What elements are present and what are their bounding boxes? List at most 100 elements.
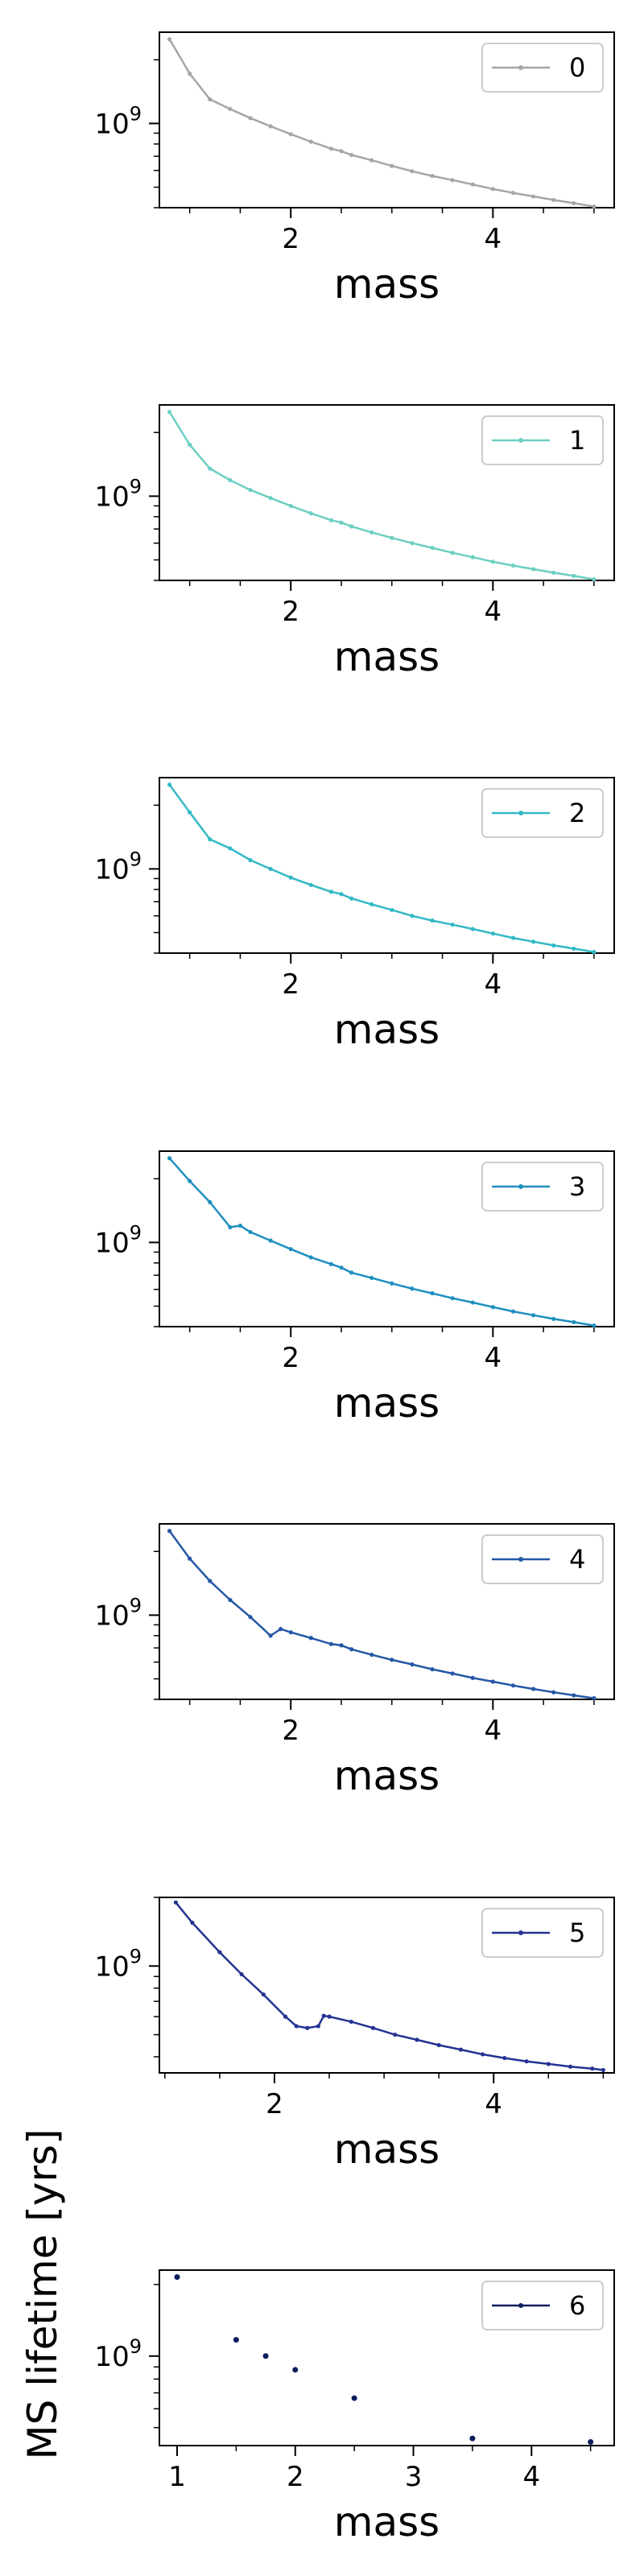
data-point (530, 1313, 536, 1318)
y-tick-label: 109 (94, 1221, 142, 1259)
data-point (228, 106, 233, 112)
x-axis-label: mass (334, 1752, 440, 1799)
data-point (268, 1238, 273, 1243)
data-point (308, 882, 313, 887)
data-point (268, 1633, 273, 1638)
series-line (168, 1530, 595, 1699)
data-point (321, 2013, 326, 2018)
data-point (410, 541, 415, 546)
data-point (349, 524, 354, 529)
data-point (470, 555, 475, 559)
data-point (327, 2014, 332, 2019)
data-point (328, 890, 334, 894)
data-point (390, 1657, 394, 1662)
data-point (410, 1662, 415, 1667)
data-point (167, 37, 172, 42)
data-point (294, 2024, 299, 2029)
x-tick-label: 2 (282, 1715, 299, 1747)
data-point (305, 2025, 310, 2030)
data-point (592, 204, 597, 209)
data-point (430, 1667, 435, 1672)
data-point (410, 1286, 415, 1291)
data-point (328, 1261, 334, 1266)
data-point (233, 2337, 239, 2343)
data-point (328, 147, 334, 151)
data-point (430, 1290, 435, 1296)
data-point (328, 518, 334, 522)
data-point (502, 2055, 507, 2061)
data-point (469, 2435, 476, 2442)
data-point (430, 918, 435, 923)
x-tick-label: 1 (168, 2461, 186, 2493)
data-point (450, 178, 455, 183)
data-point (450, 1296, 455, 1301)
data-point (370, 2025, 376, 2030)
data-point (490, 187, 495, 192)
data-point (592, 576, 597, 582)
data-point (524, 2059, 529, 2064)
data-point (248, 1615, 253, 1620)
data-point (470, 927, 475, 931)
legend-label: 1 (569, 425, 585, 456)
x-tick-label: 2 (282, 223, 299, 255)
data-point (369, 158, 374, 163)
x-tick-label: 2 (282, 968, 299, 1001)
data-point (268, 124, 273, 129)
legend-label: 0 (569, 52, 585, 83)
axes-frame (159, 777, 615, 954)
data-point (188, 1556, 192, 1561)
x-tick-label: 4 (485, 2088, 502, 2120)
x-tick-label: 2 (266, 2088, 283, 2120)
data-point (262, 2353, 269, 2359)
data-point (190, 1920, 195, 1925)
data-point (572, 946, 576, 952)
x-tick-label: 4 (485, 223, 502, 255)
data-point (551, 1316, 556, 1322)
y-tick-label: 109 (94, 1594, 142, 1632)
data-point (188, 442, 192, 448)
data-point (228, 846, 233, 851)
data-point (288, 1247, 293, 1252)
legend-label: 3 (569, 1171, 585, 1202)
y-tick-label: 109 (94, 848, 142, 886)
data-point (237, 1223, 243, 1228)
x-axis-label: mass (334, 1006, 440, 1053)
data-point (572, 573, 576, 579)
data-point (568, 2064, 573, 2069)
data-point (470, 1300, 475, 1305)
data-point (288, 875, 293, 880)
legend-label: 5 (569, 1918, 585, 1948)
legend-marker (518, 1930, 523, 1935)
y-tick-label: 109 (94, 2335, 142, 2373)
data-point (248, 116, 253, 121)
data-point (470, 182, 475, 187)
series-line (175, 1901, 604, 2071)
data-point (470, 1675, 475, 1680)
data-point (208, 837, 213, 842)
x-tick-label: 4 (485, 1342, 502, 1374)
figure-y-axis-label: MS lifetime [yrs] (19, 2129, 66, 2460)
data-point (450, 923, 455, 927)
data-point (248, 857, 253, 863)
data-point (173, 1900, 179, 1905)
data-point (393, 2032, 398, 2037)
data-point (572, 1319, 576, 1325)
x-tick-label: 4 (485, 596, 502, 628)
x-tick-label: 2 (287, 2461, 304, 2493)
data-point (510, 935, 516, 940)
data-point (530, 939, 536, 944)
data-point (592, 1695, 597, 1701)
data-point (292, 2367, 299, 2373)
data-point (248, 1229, 253, 1235)
data-point (228, 1597, 233, 1603)
data-point (167, 782, 172, 787)
data-point (248, 488, 253, 493)
data-point (308, 1255, 313, 1260)
data-point (590, 2066, 595, 2071)
data-point (390, 907, 394, 912)
data-point (551, 197, 556, 203)
